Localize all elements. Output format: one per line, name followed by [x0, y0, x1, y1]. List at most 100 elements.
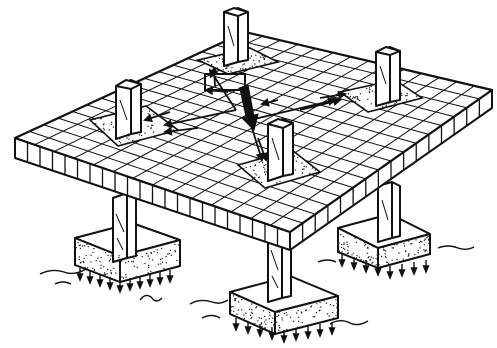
stipple-dot: [121, 276, 122, 277]
stipple-dot: [104, 272, 105, 273]
stipple-dot: [320, 306, 321, 307]
stipple-dot: [371, 256, 372, 257]
ground-arrow-head: [138, 282, 143, 288]
stipple-dot: [118, 257, 119, 258]
stipple-dot: [80, 262, 81, 263]
stipple-dot: [350, 96, 351, 97]
stipple-dot: [99, 117, 100, 118]
stipple-dot: [238, 296, 239, 297]
stipple-dot: [100, 129, 101, 130]
stipple-dot: [118, 255, 119, 256]
stipple-dot: [134, 255, 135, 256]
stipple-dot: [374, 265, 375, 266]
stipple-dot: [333, 296, 334, 297]
stipple-dot: [150, 271, 151, 272]
stipple-dot: [329, 315, 330, 316]
stipple-dot: [230, 70, 231, 71]
stipple-dot: [326, 303, 327, 304]
stipple-dot: [353, 253, 354, 254]
stipple-dot: [110, 270, 111, 271]
stipple-dot: [264, 171, 265, 172]
stipple-dot: [133, 261, 134, 262]
stipple-dot: [265, 164, 266, 165]
stipple-dot: [297, 310, 298, 311]
stipple-dot: [406, 99, 407, 100]
stipple-dot: [425, 250, 426, 251]
stipple-dot: [291, 308, 292, 309]
stipple-dot: [261, 323, 262, 324]
stipple-dot: [113, 126, 114, 127]
stipple-dot: [251, 303, 252, 304]
stipple-dot: [83, 261, 84, 262]
stipple-dot: [216, 61, 217, 62]
stipple-dot: [309, 173, 310, 174]
stipple-dot: [79, 259, 80, 260]
stipple-dot: [256, 306, 257, 307]
stipple-dot: [384, 249, 385, 250]
stipple-dot: [92, 252, 93, 253]
stipple-dot: [262, 328, 263, 329]
stipple-dot: [107, 255, 108, 256]
stipple-dot: [419, 247, 420, 248]
stipple-dot: [339, 250, 340, 251]
stipple-dot: [414, 254, 415, 255]
stipple-dot: [373, 257, 374, 258]
stipple-dot: [162, 262, 163, 263]
stipple-dot: [111, 122, 112, 123]
stipple-dot: [304, 166, 305, 167]
stipple-dot: [215, 56, 216, 57]
stipple-dot: [233, 295, 234, 296]
stipple-dot: [256, 66, 257, 67]
stipple-dot: [305, 310, 306, 311]
stipple-dot: [269, 318, 270, 319]
stipple-dot: [351, 254, 352, 255]
column-right-lower: [378, 182, 400, 242]
stipple-dot: [352, 98, 353, 99]
stipple-dot: [105, 252, 106, 253]
stipple-dot: [401, 93, 402, 94]
stipple-dot: [371, 263, 372, 264]
stipple-dot: [372, 91, 373, 92]
stipple-dot: [147, 126, 148, 127]
stipple-dot: [231, 67, 232, 68]
stipple-dot: [265, 308, 266, 309]
stipple-dot: [82, 245, 83, 246]
stipple-dot: [239, 165, 240, 166]
stipple-dot: [286, 314, 287, 315]
stipple-dot: [413, 99, 414, 100]
stipple-dot: [264, 316, 265, 317]
stipple-dot: [252, 313, 253, 314]
stipple-dot: [177, 240, 178, 241]
stipple-dot: [295, 169, 296, 170]
stipple-dot: [284, 313, 285, 314]
ground-arrow-head: [118, 286, 123, 292]
stipple-dot: [77, 242, 78, 243]
stipple-dot: [264, 327, 265, 328]
stipple-dot: [234, 300, 235, 301]
stipple-dot: [375, 258, 376, 259]
stipple-dot: [276, 316, 277, 317]
stipple-dot: [104, 129, 105, 130]
stipple-dot: [163, 268, 164, 269]
ground-arrow-head: [294, 334, 299, 340]
column-left-upper: [116, 80, 141, 139]
stipple-dot: [355, 101, 356, 102]
stipple-dot: [362, 107, 363, 108]
stipple-dot: [387, 262, 388, 263]
stipple-dot: [223, 69, 224, 70]
stipple-dot: [263, 167, 264, 168]
stipple-dot: [296, 312, 297, 313]
stipple-dot: [86, 255, 87, 256]
stipple-dot: [97, 257, 98, 258]
stipple-dot: [148, 255, 149, 256]
stipple-dot: [153, 132, 154, 133]
stipple-dot: [252, 66, 253, 67]
stipple-dot: [341, 244, 342, 245]
stipple-dot: [178, 244, 179, 245]
stipple-dot: [355, 96, 356, 97]
stipple-dot: [165, 256, 166, 257]
stipple-dot: [405, 250, 406, 251]
stipple-dot: [353, 96, 354, 97]
stipple-dot: [244, 318, 245, 319]
stipple-dot: [257, 320, 258, 321]
